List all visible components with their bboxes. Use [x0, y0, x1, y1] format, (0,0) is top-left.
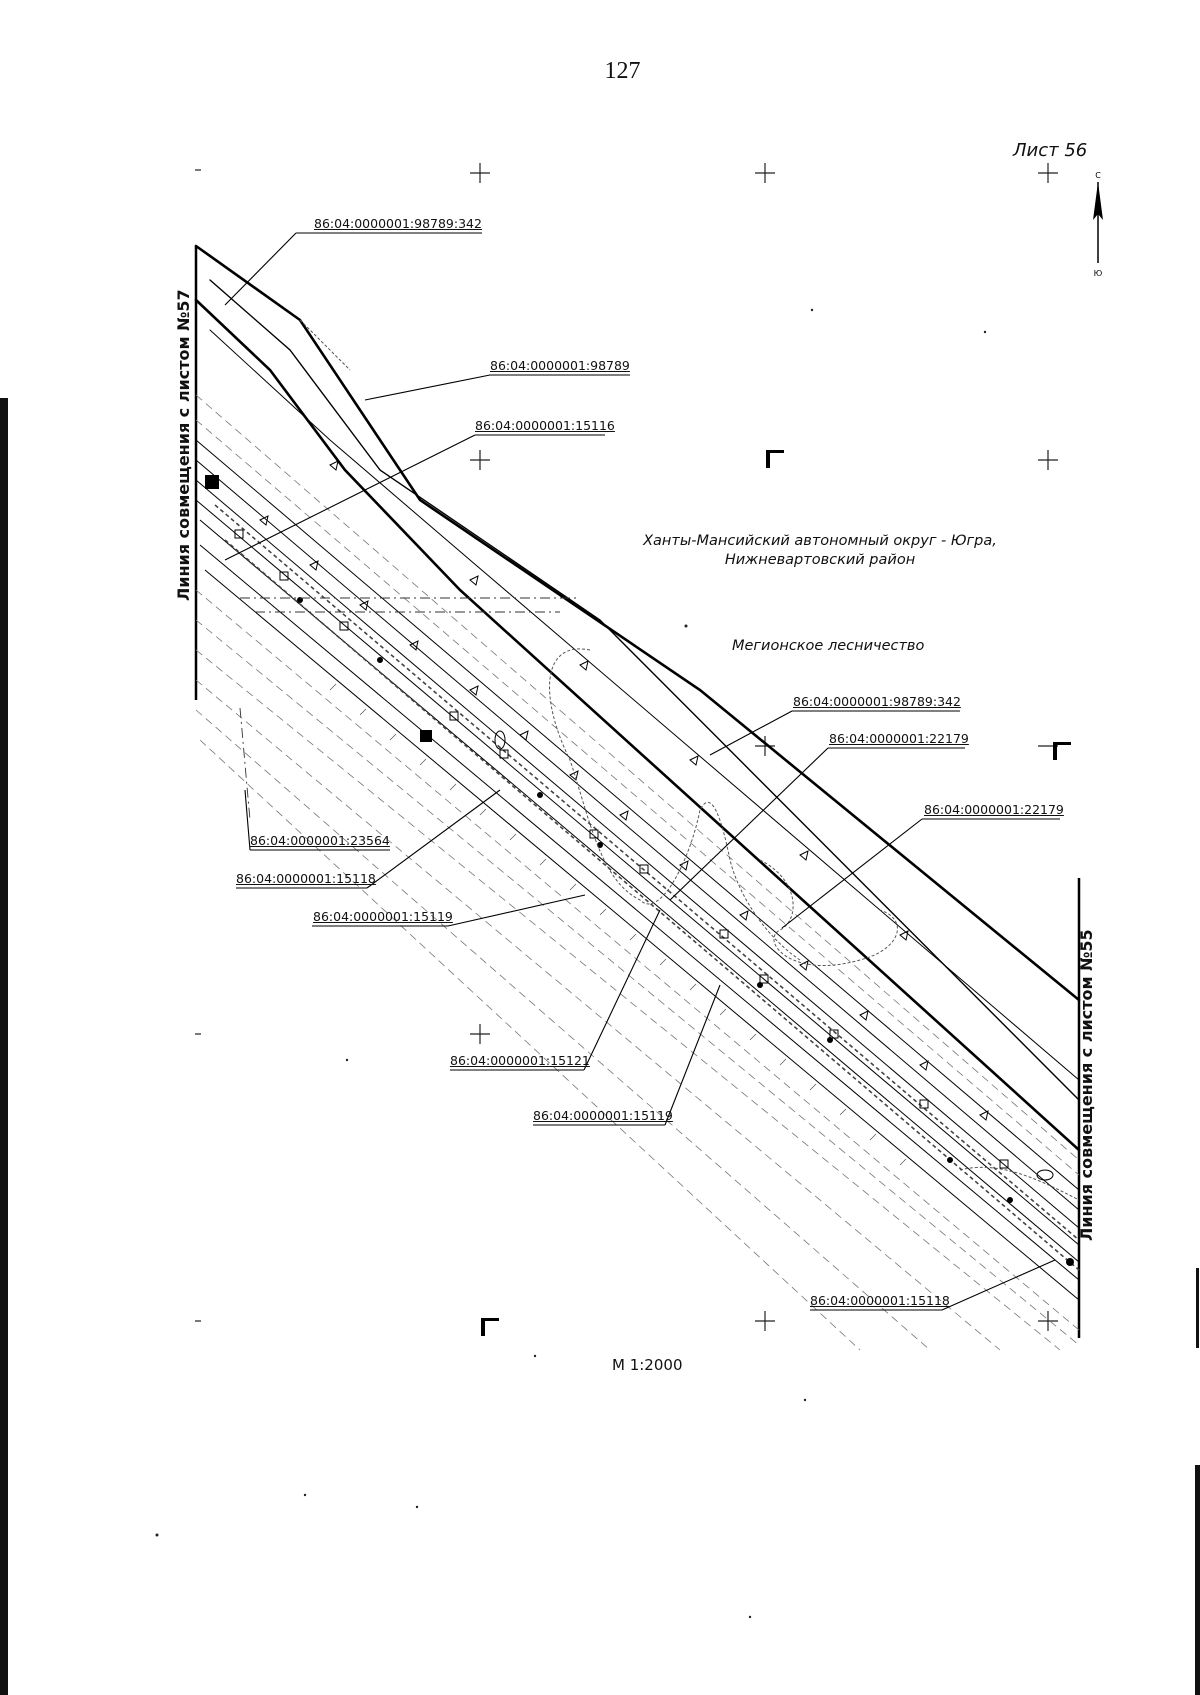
district-name: Нижневартовский район	[724, 552, 916, 568]
cadastral-label: 86:04:0000001:15118	[810, 1293, 950, 1308]
scale-label: М 1:2000	[612, 1356, 683, 1374]
cadastral-label: 86:04:0000001:15119	[313, 909, 453, 924]
cadastral-label: 86:04:0000001:15121	[450, 1053, 590, 1068]
cadastral-label: 86:04:0000001:98789	[490, 358, 630, 373]
cadastral-label: 86:04:0000001:22179	[829, 731, 969, 746]
cadastral-label: 86:04:0000001:98789:342	[314, 216, 482, 231]
okrug-name: Ханты-Мансийский автономный округ - Югра…	[643, 533, 997, 549]
forestry-label: Мегионское лесничество	[732, 638, 925, 654]
cadastral-label: 86:04:0000001:15119	[533, 1108, 673, 1123]
page-number: 127	[604, 58, 641, 84]
cadastral-label: 86:04:0000001:15116	[475, 418, 615, 433]
scan-edge-left	[0, 398, 8, 1695]
match-line-left-label: Линия совмещения с листом №57	[174, 289, 193, 601]
region-label: Ханты-Мансийский автономный округ - Югра…	[640, 532, 1000, 570]
scan-edge-right	[1195, 1465, 1200, 1695]
scan-edge-right-upper	[1196, 1268, 1199, 1348]
cadastral-label: 86:04:0000001:22179	[924, 802, 1064, 817]
south-letter: Ю	[1094, 269, 1103, 278]
sheet-label: Лист 56	[1013, 140, 1088, 161]
cadastral-label: 86:04:0000001:23564	[250, 833, 390, 848]
match-line-right-label: Линия совмещения с листом №55	[1077, 929, 1096, 1241]
north-letter: С	[1095, 171, 1101, 180]
north-arrow-icon: С Ю	[1093, 171, 1103, 278]
cadastral-label: 86:04:0000001:15118	[236, 871, 376, 886]
grid-crosses	[195, 163, 1058, 1331]
cadastral-label: 86:04:0000001:98789:342	[793, 694, 961, 709]
